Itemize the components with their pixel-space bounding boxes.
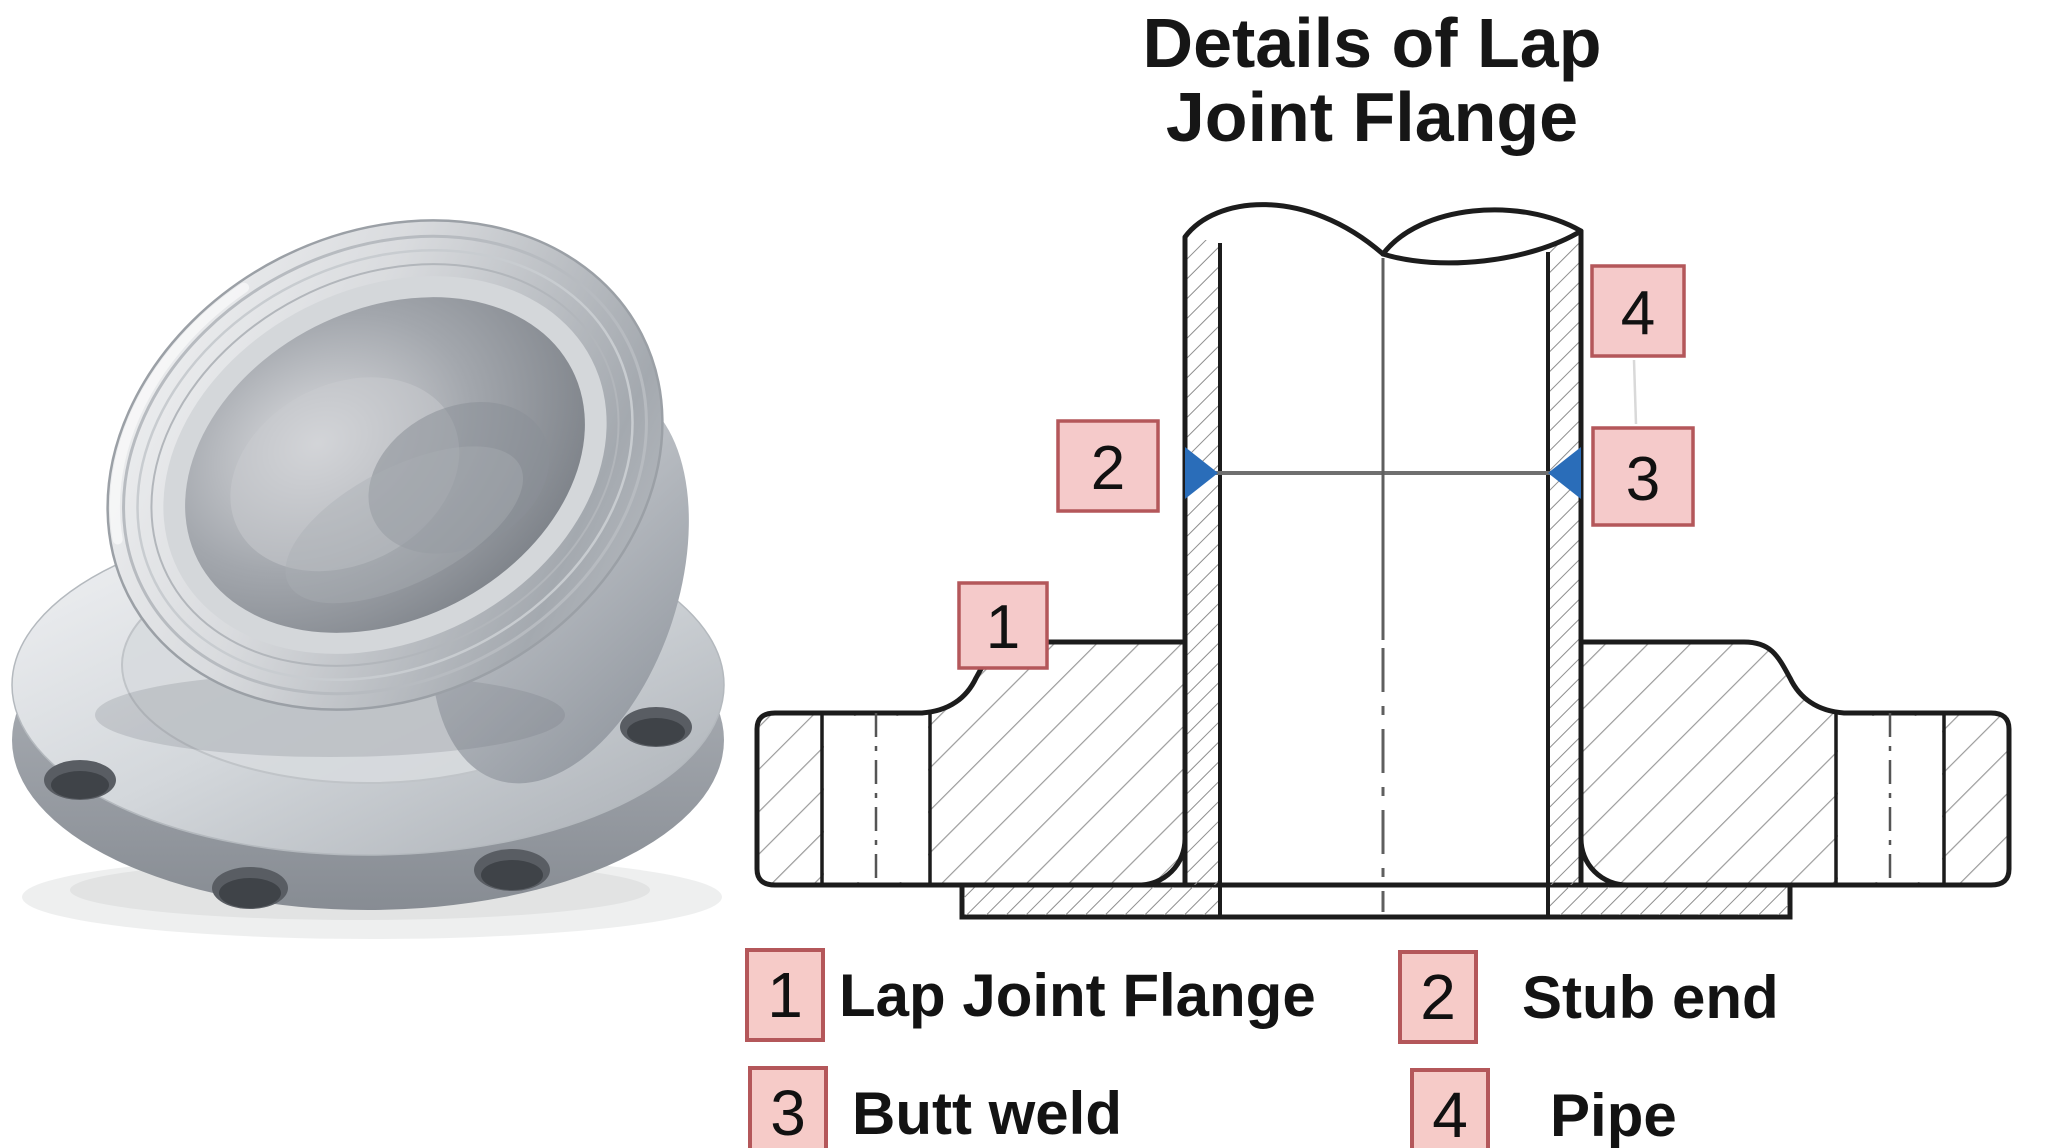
photo-bolt-hole xyxy=(44,760,116,800)
callout-4-number: 4 xyxy=(1621,279,1655,348)
callout-1-number: 1 xyxy=(986,593,1020,662)
leader-line-faint xyxy=(1632,359,1638,425)
flange-right-half xyxy=(1578,639,2012,888)
pipe-break-symbol xyxy=(1182,202,1584,266)
pipe-wall-right-section xyxy=(1548,240,1581,885)
callout-lap-joint-flange: 1 xyxy=(957,581,1049,670)
legend-item-butt-weld: 3 Butt weld xyxy=(748,1066,1122,1148)
legend-label-stub-end: Stub end xyxy=(1522,963,1779,1031)
pipe-wall-left-section xyxy=(1185,240,1220,885)
title-line-1: Details of Lap xyxy=(1142,4,1602,82)
legend-item-lap-joint-flange: 1 Lap Joint Flange xyxy=(745,948,1316,1042)
callout-stub-end: 2 xyxy=(1056,419,1160,513)
flange-left-half xyxy=(754,639,1188,888)
legend-number-1: 1 xyxy=(745,948,825,1042)
diagram-title: Details of Lap Joint Flange xyxy=(967,6,1777,154)
photo-stub-end-cup xyxy=(106,219,664,711)
lap-joint-flange-section-drawing: 1 2 3 4 xyxy=(754,202,2012,920)
photo-cup-shadow xyxy=(95,673,565,757)
butt-weld-mark-right xyxy=(1548,447,1581,499)
photo-bolt-hole xyxy=(620,707,692,747)
legend-number-4: 4 xyxy=(1410,1068,1490,1148)
butt-weld-mark-left xyxy=(1185,447,1218,499)
callout-pipe: 4 xyxy=(1590,264,1686,358)
stub-end-lap xyxy=(959,882,1793,920)
pipe-and-stub-walls xyxy=(1182,231,1584,917)
legend-number-3: 3 xyxy=(748,1066,828,1148)
photo-bolt-hole xyxy=(212,867,288,909)
callout-butt-weld: 3 xyxy=(1591,426,1695,527)
legend-item-stub-end: 2 Stub end xyxy=(1398,950,1779,1044)
callout-2-number: 2 xyxy=(1091,434,1125,503)
legend-item-pipe: 4 Pipe xyxy=(1410,1068,1677,1148)
legend-label-pipe: Pipe xyxy=(1550,1081,1677,1148)
lap-joint-flange-photo xyxy=(11,219,725,939)
legend-label-lap-joint-flange: Lap Joint Flange xyxy=(839,961,1316,1029)
callout-3-number: 3 xyxy=(1626,445,1660,514)
legend-label-butt-weld: Butt weld xyxy=(852,1079,1122,1147)
legend-number-2: 2 xyxy=(1398,950,1478,1044)
photo-bolt-hole xyxy=(474,849,550,891)
title-line-2: Joint Flange xyxy=(1165,78,1579,156)
